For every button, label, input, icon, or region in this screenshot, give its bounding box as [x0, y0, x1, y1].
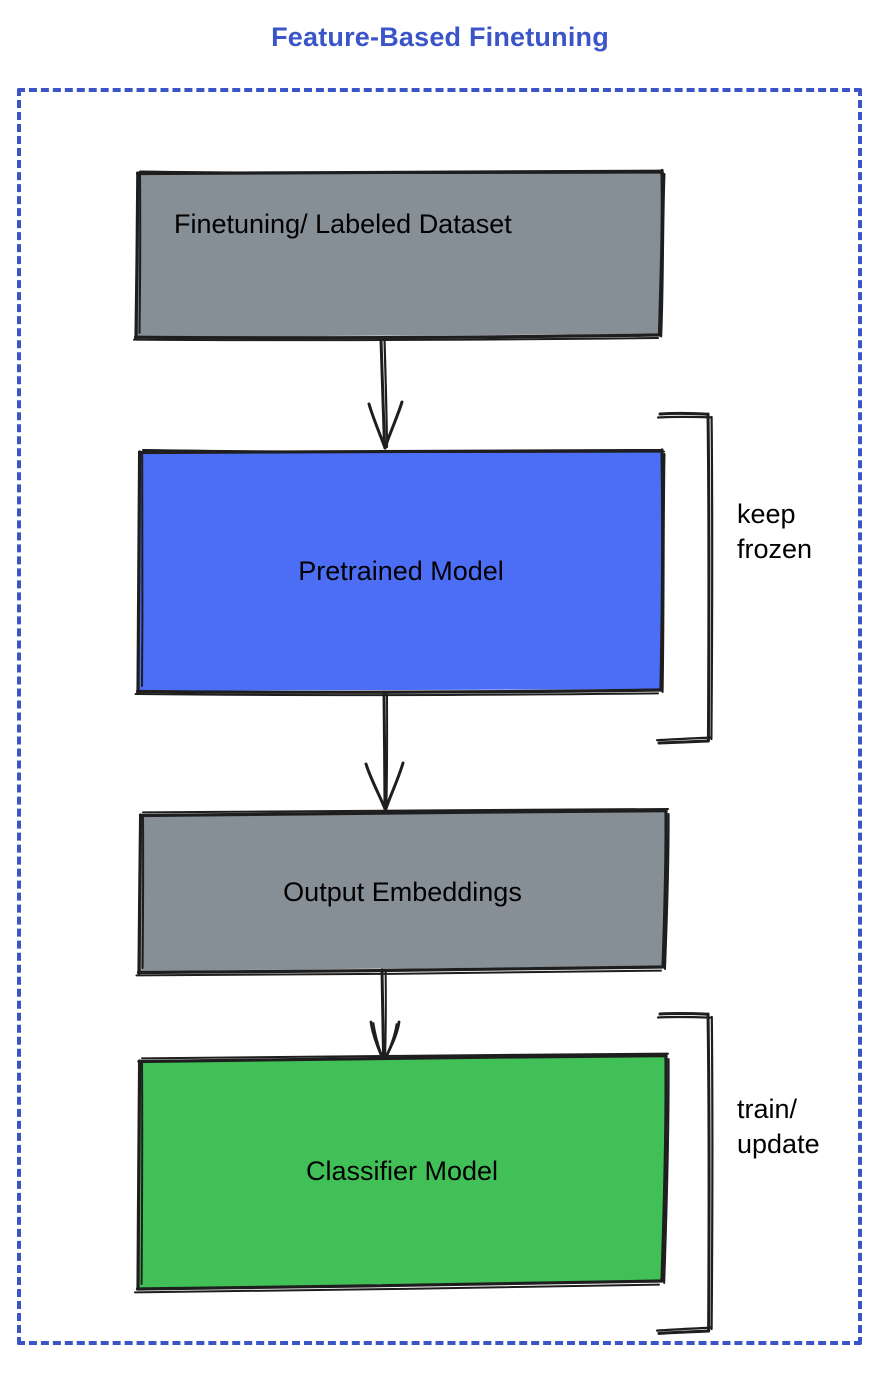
- node-embeddings[interactable]: Output Embeddings: [130, 806, 675, 978]
- dashed-frame-border: [17, 88, 862, 1345]
- bracket-keep-frozen: [655, 411, 714, 745]
- annotation-train-update: train/ update: [737, 1094, 820, 1159]
- node-embeddings-shape: [135, 808, 670, 977]
- node-classifier[interactable]: Classifier Model: [128, 1048, 676, 1294]
- annotation-keep-frozen: keep frozen: [737, 499, 813, 564]
- edge-pretrained-to-embeddings: [364, 690, 405, 812]
- node-dataset[interactable]: Finetuning/ Labeled Dataset: [128, 165, 673, 345]
- page-title: Feature-Based Finetuning: [271, 22, 609, 52]
- node-classifier-shape: [134, 1052, 670, 1294]
- edge-dataset-to-pretrained: [367, 338, 404, 450]
- node-pretrained[interactable]: Pretrained Model: [130, 446, 672, 697]
- node-pretrained-shape: [134, 448, 666, 697]
- bracket-train-update: [655, 1012, 714, 1335]
- node-dataset-shape: [133, 168, 666, 342]
